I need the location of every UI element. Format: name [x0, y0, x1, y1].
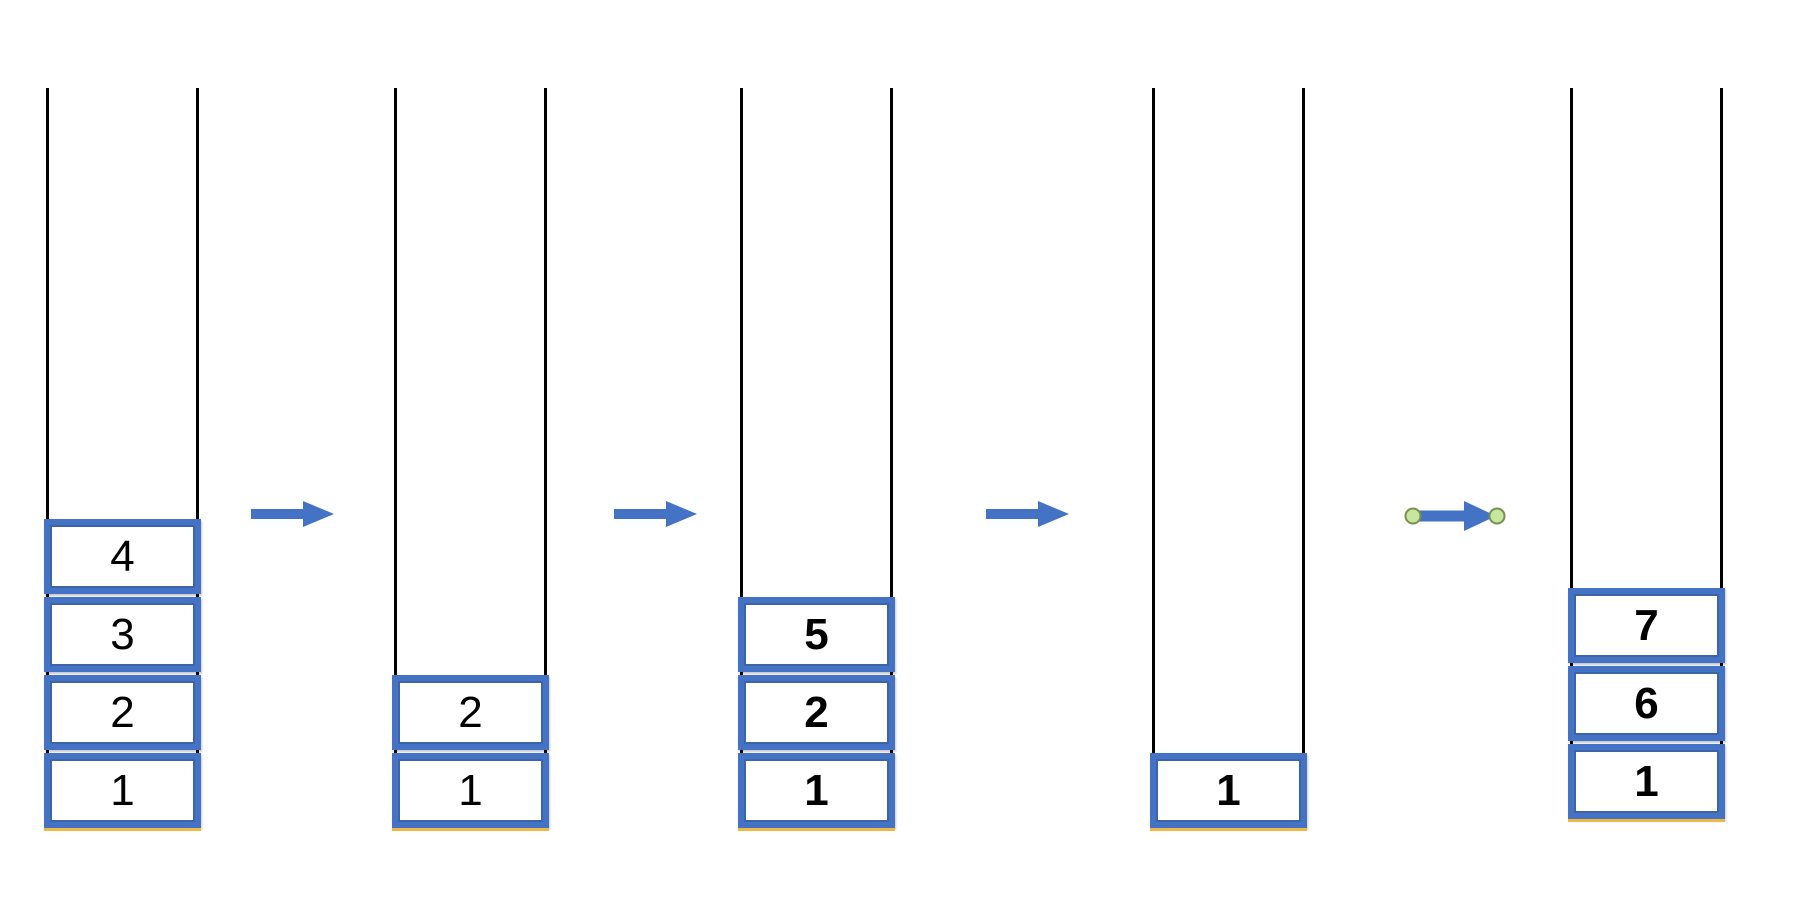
- stack-item-value: 2: [744, 681, 889, 744]
- stack-item: 1: [1150, 753, 1307, 828]
- stack-base-line: [1568, 819, 1725, 822]
- stack-base-line: [44, 828, 201, 831]
- stack-item-value: 4: [50, 525, 195, 588]
- stack-4-items: 1: [1150, 750, 1307, 831]
- stack-item: 2: [738, 675, 895, 750]
- stack-3: 5 2 1: [738, 88, 895, 831]
- stack-1: 4 3 2 1: [44, 88, 201, 831]
- stack-item-value: 7: [1574, 594, 1719, 657]
- stack-item-value: 1: [744, 759, 889, 822]
- selection-handle-icon[interactable]: [1404, 507, 1422, 525]
- stack-item: 4: [44, 519, 201, 594]
- stack-item: 1: [392, 753, 549, 828]
- arrow-right-icon: [614, 501, 697, 527]
- stack-item-value: 1: [398, 759, 543, 822]
- stack-item: 1: [738, 753, 895, 828]
- stack-item: 1: [1568, 744, 1725, 819]
- stack-base-line: [392, 828, 549, 831]
- arrow-right-icon: [986, 501, 1069, 527]
- stack-5-items: 7 6 1: [1568, 585, 1725, 822]
- stack-5: 7 6 1: [1568, 88, 1725, 822]
- stack-item-value: 6: [1574, 672, 1719, 735]
- stack-base-line: [1150, 828, 1307, 831]
- stack-item: 7: [1568, 588, 1725, 663]
- arrow-right-icon: [251, 501, 334, 527]
- stack-item: 5: [738, 597, 895, 672]
- stack-item-value: 2: [398, 681, 543, 744]
- stack-item: 3: [44, 597, 201, 672]
- stack-item-value: 5: [744, 603, 889, 666]
- stack-item: 6: [1568, 666, 1725, 741]
- stack-1-items: 4 3 2 1: [44, 516, 201, 831]
- stack-item-value: 1: [50, 759, 195, 822]
- selected-connector-arrow-right-icon[interactable]: [1402, 498, 1508, 534]
- stack-item-value: 2: [50, 681, 195, 744]
- stack-item-value: 1: [1574, 750, 1719, 813]
- stack-item-value: 1: [1156, 759, 1301, 822]
- stack-base-line: [738, 828, 895, 831]
- stack-4: 1: [1150, 88, 1307, 831]
- stack-item: 2: [44, 675, 201, 750]
- selection-handle-icon[interactable]: [1488, 507, 1506, 525]
- stack-item-value: 3: [50, 603, 195, 666]
- stack-item: 1: [44, 753, 201, 828]
- stack-3-items: 5 2 1: [738, 594, 895, 831]
- stack-item: 2: [392, 675, 549, 750]
